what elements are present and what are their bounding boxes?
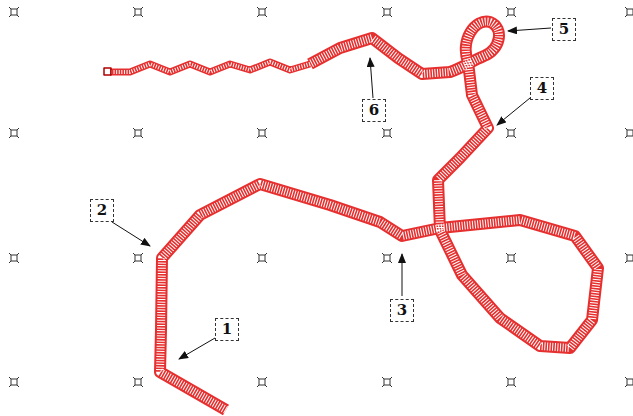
callout-number: 2 — [97, 203, 107, 218]
callout-number: 4 — [537, 81, 547, 96]
red-track — [104, 22, 598, 410]
callout-number: 5 — [559, 22, 569, 37]
callout-box: 5 — [552, 18, 576, 41]
callout-number: 6 — [369, 103, 379, 118]
callout-number: 1 — [222, 322, 232, 337]
callout-box: 3 — [390, 299, 414, 322]
callout-box: 1 — [215, 318, 239, 341]
callout-number: 3 — [397, 303, 407, 318]
leader-arrows — [112, 28, 551, 359]
callout-box: 2 — [90, 199, 114, 222]
callout-box: 4 — [530, 77, 554, 100]
callout-box: 6 — [362, 99, 386, 122]
